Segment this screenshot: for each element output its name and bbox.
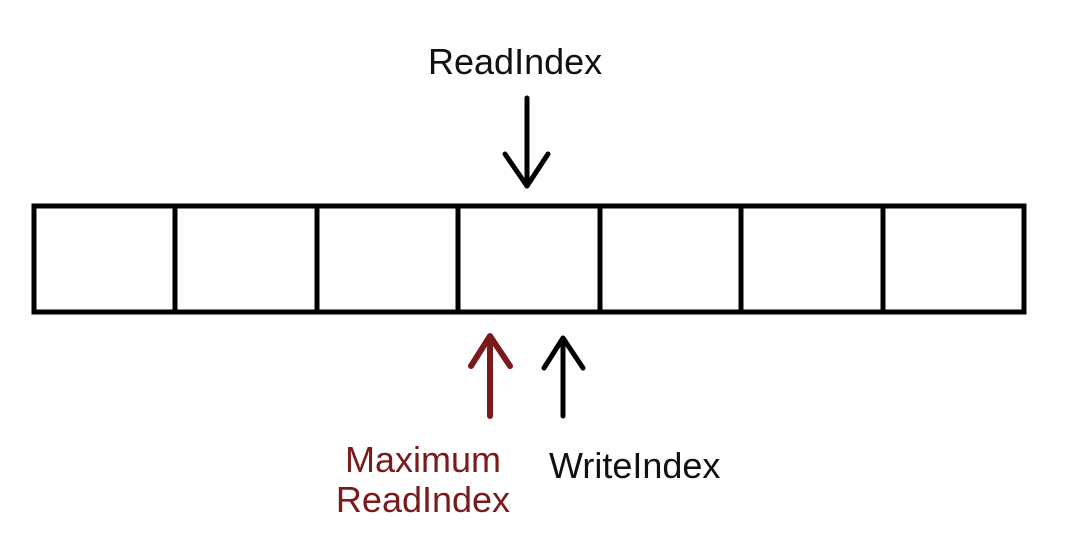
arrow-down-icon — [502, 95, 551, 189]
arrow-up-icon — [541, 335, 586, 419]
maximum-read-index-label: Maximum ReadIndex — [318, 440, 528, 520]
maximum-read-index-label-line2: ReadIndex — [335, 479, 511, 520]
write-index-label: WriteIndex — [549, 445, 721, 486]
maximum-read-index-label-line1: Maximum — [344, 439, 501, 480]
buffer-outline — [31, 203, 1027, 315]
read-index-label: ReadIndex — [428, 41, 603, 82]
arrow-up-icon — [468, 333, 513, 419]
buffer-cells — [172, 206, 886, 312]
